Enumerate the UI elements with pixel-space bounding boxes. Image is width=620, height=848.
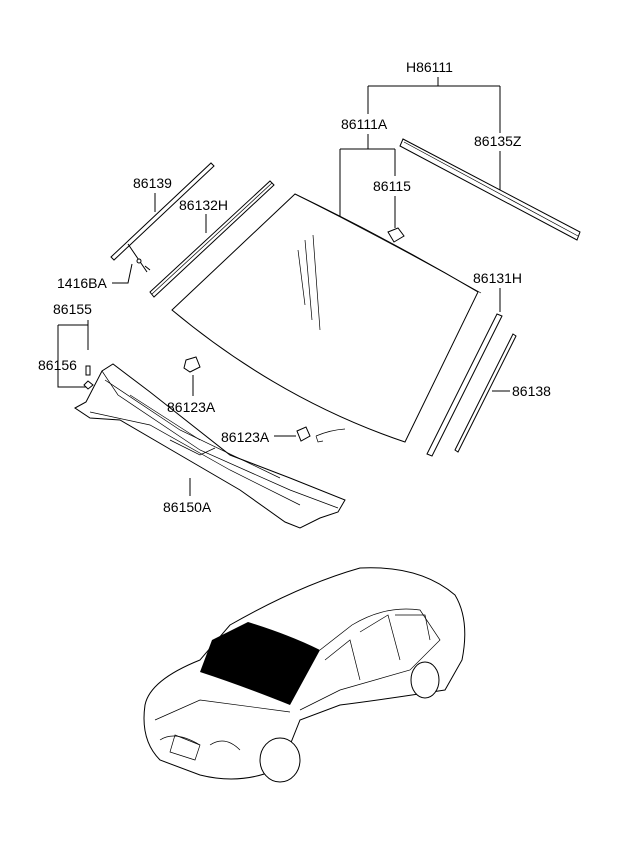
label-86155: 86155	[53, 301, 92, 317]
leader-lines	[57, 77, 510, 496]
cowl-panel-part	[74, 363, 346, 529]
label-H86111: H86111	[406, 59, 453, 75]
label-86123A-upper: 86123A	[167, 399, 216, 415]
upper-bracket-part	[183, 356, 201, 373]
label-86156: 86156	[38, 357, 77, 373]
label-86131H: 86131H	[473, 270, 522, 286]
car-windshield	[200, 622, 320, 705]
label-86138: 86138	[512, 383, 551, 399]
label-86150A: 86150A	[163, 499, 212, 515]
wiper-molding-part	[110, 162, 215, 273]
car-illustration	[143, 567, 466, 783]
label-86123A-lower: 86123A	[221, 429, 270, 445]
label-1416BA: 1416BA	[57, 275, 107, 291]
right-side-molding-part	[426, 313, 503, 457]
windshield-glass-part	[171, 193, 482, 443]
fastener-86156-part	[83, 380, 94, 390]
part-labels: H86111 86111A 86135Z 86115 86139 86132H …	[38, 59, 551, 515]
fastener-86155-part	[85, 365, 91, 376]
label-86139: 86139	[133, 175, 172, 191]
label-86132H: 86132H	[179, 197, 228, 213]
lower-bracket-part	[296, 426, 346, 443]
right-strip-part	[454, 333, 517, 453]
label-86111A: 86111A	[341, 116, 388, 132]
label-86135Z: 86135Z	[474, 133, 522, 149]
label-86115: 86115	[373, 178, 411, 194]
glass-clip-part	[387, 227, 405, 243]
